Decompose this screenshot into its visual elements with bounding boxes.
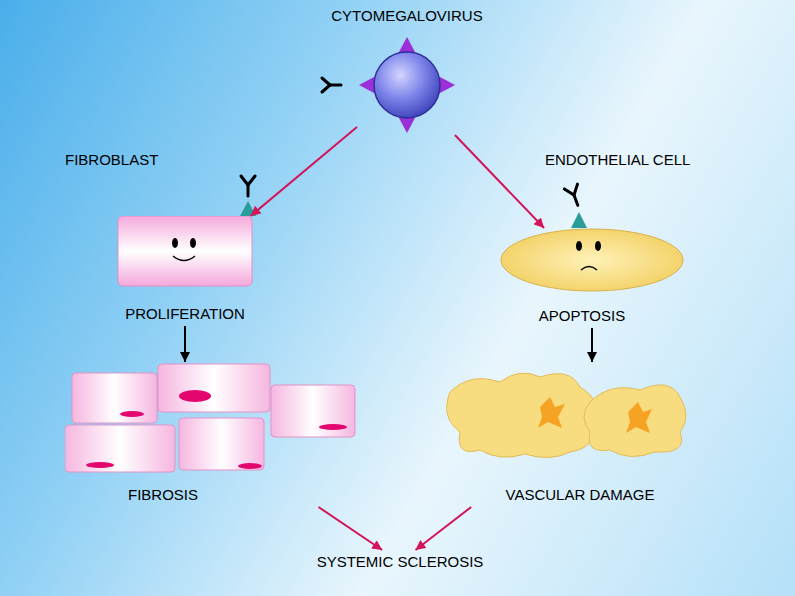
flow-arrow (319, 507, 383, 550)
virus-particle: CYTOMEGALOVIRUS (357, 35, 457, 135)
outcome-label: FIBROSIS (103, 486, 223, 504)
flow-arrow (416, 507, 472, 550)
disease-label-box: SYSTEMIC SCLEROSIS (280, 550, 520, 574)
process-label: PROLIFERATION (100, 305, 270, 323)
flow-arrow (184, 326, 186, 362)
antibody-symbol (322, 78, 341, 92)
disease-label: SYSTEMIC SCLEROSIS (280, 553, 520, 571)
fibroblast-cell: FIBROBLASTPROLIFERATION (100, 216, 270, 326)
virus-label: CYTOMEGALOVIRUS (307, 7, 507, 25)
flow-arrow (591, 328, 593, 362)
antibody-symbol (564, 184, 584, 208)
process-label: APOPTOSIS (490, 307, 674, 325)
virus-particle-shape (357, 35, 457, 135)
antibody-symbol (241, 176, 255, 196)
fibrosis-cells-shape (65, 362, 357, 507)
cell-label: ENDOTHELIAL CELL (545, 151, 745, 169)
outcome-label: VASCULAR DAMAGE (480, 486, 680, 504)
flow-arrow (251, 127, 357, 216)
damaged-cells-shape (440, 362, 690, 507)
fibrosis-cells: FIBROSIS (65, 362, 357, 507)
receptor-symbol (571, 212, 587, 228)
cell-label: FIBROBLAST (65, 151, 205, 169)
damaged-cells: VASCULAR DAMAGE (440, 362, 690, 507)
flow-arrow (455, 135, 544, 228)
endothelial-cell: ENDOTHELIAL CELLAPOPTOSIS (500, 228, 684, 328)
